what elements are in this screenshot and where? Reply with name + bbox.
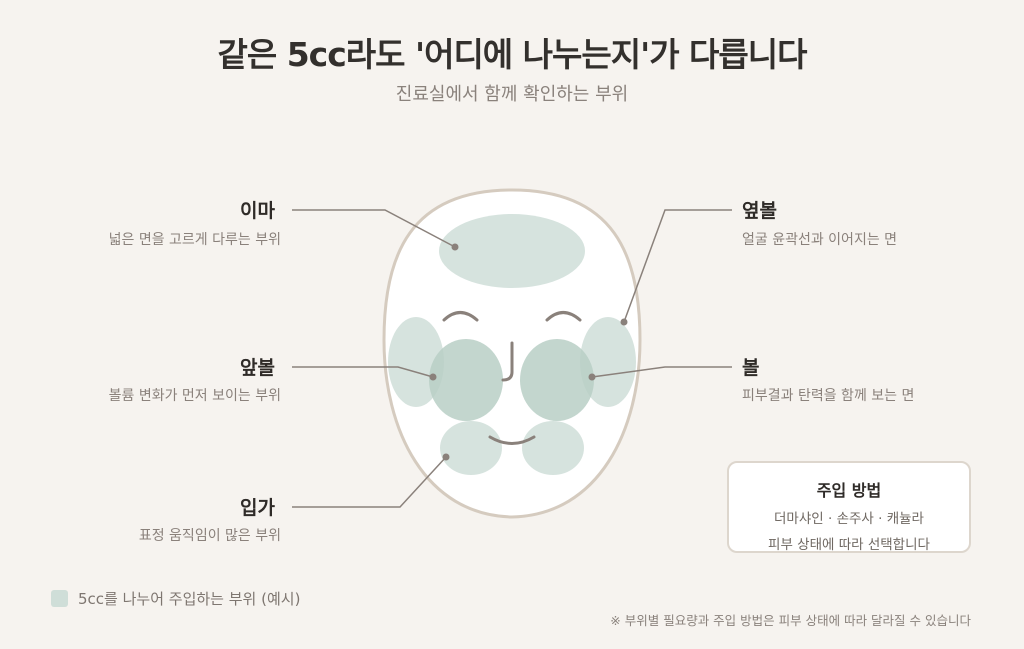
page-subtitle: 진료실에서 함께 확인하는 부위	[395, 84, 629, 105]
footnote: ※ 부위별 필요량과 주입 방법은 피부 상태에 따라 달라질 수 있습니다	[610, 613, 971, 628]
front-cheek-label-title: 앞볼	[240, 357, 275, 379]
front-cheek-leader	[292, 366, 434, 378]
side-cheek-label-title: 옆볼	[742, 200, 777, 222]
side-cheek-dot	[620, 318, 628, 326]
mouth-region-right	[522, 421, 584, 475]
front-cheek-dot	[429, 373, 437, 381]
mouth	[488, 435, 536, 445]
mouth-region-left	[440, 421, 502, 475]
forehead-label-title: 이마	[240, 200, 275, 222]
cheek-label-title: 볼	[742, 357, 760, 379]
forehead-dot	[451, 243, 459, 251]
forehead-label-desc: 넓은 면을 고르게 다루는 부위	[108, 232, 281, 248]
side-cheek-leader	[623, 209, 732, 323]
front-cheek-region-left	[429, 339, 503, 421]
cheek-dot	[588, 373, 596, 381]
injection-method-box: 주입 방법 더마샤인 · 손주사 · 캐뉼라 피부 상태에 따라 선택합니다	[727, 461, 971, 553]
side-cheek-region-right	[580, 317, 636, 407]
left-eyebrow	[442, 311, 479, 322]
method-title: 주입 방법	[816, 481, 882, 500]
method-line-1: 더마샤인 · 손주사 · 캐뉼라	[774, 511, 924, 527]
mouth-label-title: 입가	[240, 497, 275, 519]
cheek-label-desc: 피부결과 탄력을 함께 보는 면	[742, 388, 915, 404]
legend-text: 5cc를 나누어 주입하는 부위 (예시)	[78, 590, 301, 608]
mouth-leader	[292, 456, 447, 508]
mouth-label-desc: 표정 움직임이 많은 부위	[138, 528, 281, 544]
cheek-leader	[591, 366, 732, 378]
page-title: 같은 5cc라도 '어디에 나누는지'가 다릅니다	[217, 35, 807, 74]
method-line-2: 피부 상태에 따라 선택합니다	[768, 537, 930, 553]
nose	[501, 341, 514, 382]
forehead-leader	[292, 209, 456, 248]
legend-swatch	[51, 590, 68, 607]
mouth-dot	[442, 453, 450, 461]
front-cheek-label-desc: 볼륨 변화가 먼저 보이는 부위	[108, 388, 281, 404]
right-eyebrow	[545, 311, 582, 322]
front-cheek-region-right	[520, 339, 594, 421]
forehead-region	[439, 214, 585, 288]
side-cheek-label-desc: 얼굴 윤곽선과 이어지는 면	[742, 232, 898, 248]
